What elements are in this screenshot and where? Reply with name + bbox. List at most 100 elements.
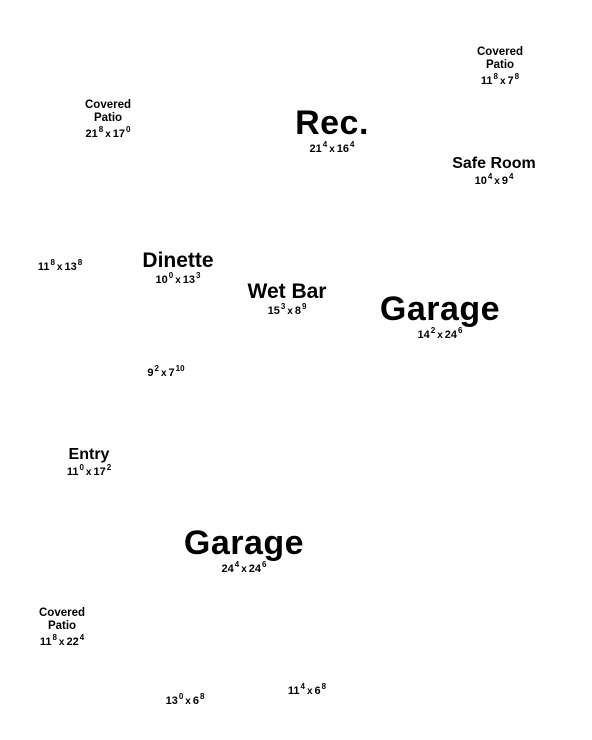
depth-feet: 9 [501,175,508,187]
depth-inches: 4 [350,140,355,149]
width-inches: 4 [300,682,305,691]
depth-feet: 17 [112,128,126,140]
dimension-separator: x [241,564,247,575]
dimension-separator: x [85,467,92,478]
width-feet: 14 [417,329,430,341]
depth-inches: 6 [262,560,267,569]
depth-inches: 8 [514,72,520,81]
width-feet: 13 [165,695,178,707]
width-feet: 15 [267,305,280,317]
room-name: Covered [84,99,132,111]
depth-feet: 16 [336,143,350,155]
width-feet: 11 [66,466,79,478]
depth-inches: 0 [126,125,131,134]
width-inches: 4 [234,560,240,569]
width-inches: 3 [280,302,286,311]
dimension-separator: x [175,275,181,286]
width-inches: 0 [178,692,184,701]
dimension-separator: x [160,368,167,379]
depth-feet: 8 [294,305,301,317]
width-feet: 11 [287,685,300,697]
width-inches: 4 [322,140,328,149]
dimension-separator: x [56,262,63,273]
width-inches: 2 [430,326,436,335]
width-inches: 8 [50,258,55,267]
depth-inches: 4 [508,172,514,181]
dimension-separator: x [499,76,506,87]
width-feet: 11 [37,261,50,273]
depth-inches: 2 [106,463,112,472]
depth-feet: 7 [168,367,175,379]
width-feet: 21 [309,143,322,155]
width-feet: 10 [155,274,168,286]
dimension-separator: x [185,696,191,707]
dimension-separator: x [437,330,443,341]
width-inches: 8 [52,633,57,642]
room-name: Covered [476,46,524,58]
width-inches: 2 [154,364,159,373]
depth-feet: 13 [64,261,77,273]
depth-inches: 6 [458,326,463,335]
depth-inches: 3 [196,271,201,280]
room-name: Wet Bar [247,280,327,303]
room-name: Rec. [295,104,369,142]
dimension-separator: x [58,637,65,648]
depth-feet: 13 [182,274,196,286]
depth-feet: 7 [507,75,514,87]
width-feet: 11 [480,75,493,87]
room-name: Patio [93,112,123,124]
width-feet: 24 [221,563,234,575]
room-name: Garage [183,524,305,562]
room-name: Covered [38,607,86,619]
depth-inches: 8 [199,692,205,701]
depth-inches: 8 [321,682,327,691]
room-name: Garage [379,290,501,328]
depth-feet: 24 [248,563,262,575]
depth-feet: 6 [192,695,199,707]
dimension-separator: x [306,686,313,697]
dimension-separator: x [494,176,500,187]
width-inches: 4 [487,172,493,181]
dimension-separator: x [105,129,111,140]
room-name: Dinette [142,249,214,272]
depth-feet: 24 [444,329,458,341]
width-inches: 0 [168,271,174,280]
width-inches: 8 [493,72,498,81]
width-inches: 0 [79,463,84,472]
depth-feet: 22 [66,636,79,648]
depth-inches: 9 [301,302,307,311]
depth-inches: 4 [79,633,85,642]
depth-feet: 17 [93,466,106,478]
width-feet: 9 [147,367,154,379]
width-feet: 11 [39,636,52,648]
room-name: Patio [485,59,515,71]
depth-inches: 8 [77,258,83,267]
depth-feet: 6 [314,685,321,697]
room-name: Entry [68,446,110,463]
